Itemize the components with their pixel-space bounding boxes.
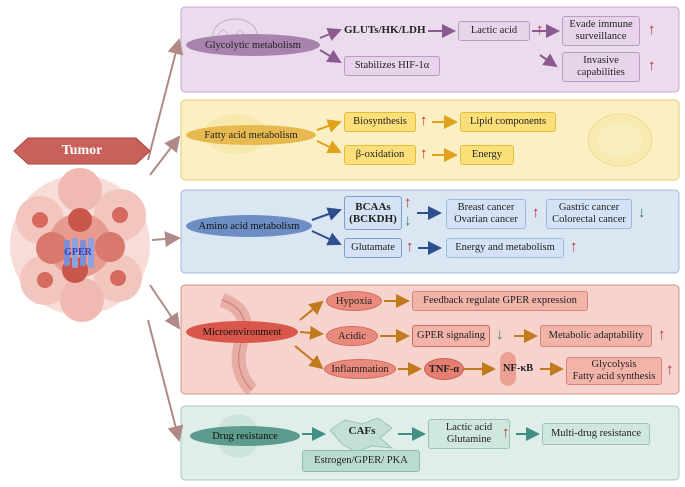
nfkb-protein-icon: [500, 352, 516, 386]
adaptability-box: Metabolic adaptability: [540, 325, 652, 347]
energy-metabolism-box: Energy and metabolism: [446, 238, 564, 258]
biosynthesis-box: Biosynthesis: [344, 112, 416, 132]
tnf-pill: TNF-α: [424, 358, 464, 380]
cafs-label: CAFs: [348, 425, 376, 437]
hif-box: Stabilizes HIF-1α: [344, 56, 440, 76]
glycolytic-title: Glycolytic metabolism: [186, 34, 320, 56]
up-arrow-icon: ↑: [420, 146, 428, 162]
fatty-title: Fatty acid metabolism: [186, 125, 316, 145]
lactic-text: Lactic acid: [445, 422, 493, 433]
evade-line2: surveillance: [575, 31, 627, 42]
breast-cancer-text: Breast cancer: [457, 202, 515, 213]
up-arrow-icon: ↑: [532, 205, 540, 221]
fas-text: Fatty acid synthesis: [572, 371, 656, 382]
gastric-cancer-text: Gastric cancer: [558, 202, 620, 213]
lactic-acid-box: Lactic acid: [458, 21, 530, 41]
up-arrow-icon: ↑: [666, 362, 674, 378]
acidic-pill: Acidic: [326, 326, 378, 346]
up-arrow-icon: ↑: [658, 327, 666, 343]
nfkb-label: NF-κB: [502, 363, 534, 374]
amino-title: Amino acid metabolism: [186, 215, 312, 237]
beta-oxidation-box: β-oxidation: [344, 145, 416, 165]
gper-label: GPER: [64, 247, 92, 258]
bcaas-box: BCAAs (BCKDH): [344, 196, 402, 230]
cafs-cell-icon: [329, 417, 394, 453]
evade-box: Evade immune surveillance: [562, 16, 640, 46]
tumor-label: Tumor: [61, 143, 103, 158]
up-arrow-icon: ↑: [404, 195, 412, 211]
inflammation-pill: Inflammation: [324, 359, 396, 379]
hypoxia-pill: Hypoxia: [326, 291, 382, 311]
up-arrow-icon: ↑: [536, 22, 544, 38]
glyco-fas-box: Glycolysis Fatty acid synthesis: [566, 357, 662, 385]
lipid-droplet-icon: [587, 113, 653, 167]
up-arrow-icon: ↑: [406, 239, 414, 255]
glycolysis-text: Glycolysis: [591, 359, 637, 370]
down-arrow-icon: ↓: [638, 205, 646, 221]
lipid-box: Lipid components: [460, 112, 556, 132]
energy-box: Energy: [460, 145, 514, 165]
gluts-text: GLUTs/HK/LDH: [344, 24, 426, 36]
estrogen-box: Estrogen/GPER/ PKA: [302, 450, 420, 472]
gper-receptor-icon: [64, 238, 94, 268]
colorectal-cancer-text: Colorectal cancer: [552, 214, 626, 225]
glutamine-text: Glutamine: [446, 434, 492, 445]
up-arrow-icon: ↑: [648, 58, 656, 74]
breast-ovarian-box: Breast cancer Ovarian cancer: [446, 199, 526, 229]
bcaas-line2: (BCKDH): [349, 213, 397, 225]
bcaas-line1: BCAAs: [355, 201, 391, 213]
up-arrow-icon: ↑: [648, 22, 656, 38]
invasive-line2: capabilities: [577, 67, 625, 78]
gper-signaling-box: GPER signaling: [412, 325, 490, 347]
lactic-glutamine-box: Lactic acid Glutamine: [428, 419, 510, 449]
invasive-box: Invasive capabilities: [562, 52, 640, 82]
tumor-banner: [13, 137, 151, 165]
invasive-line1: Invasive: [583, 55, 619, 66]
ovarian-cancer-text: Ovarian cancer: [454, 214, 518, 225]
down-arrow-icon: ↓: [496, 327, 504, 343]
glutamate-box: Glutamate: [344, 238, 402, 258]
evade-line1: Evade immune: [569, 19, 633, 30]
up-arrow-icon: ↑: [420, 113, 428, 129]
down-arrow-icon: ↓: [404, 213, 412, 229]
up-arrow-icon: ↑: [502, 425, 510, 441]
drug-title: Drug resistance: [190, 426, 300, 446]
feedback-box: Feedback regulate GPER expression: [412, 291, 588, 311]
gastric-colorectal-box: Gastric cancer Colorectal cancer: [546, 199, 632, 229]
up-arrow-icon: ↑: [570, 239, 578, 255]
multi-drug-box: Multi-drug resistance: [542, 423, 650, 445]
micro-title: Microenvironment: [186, 321, 298, 343]
